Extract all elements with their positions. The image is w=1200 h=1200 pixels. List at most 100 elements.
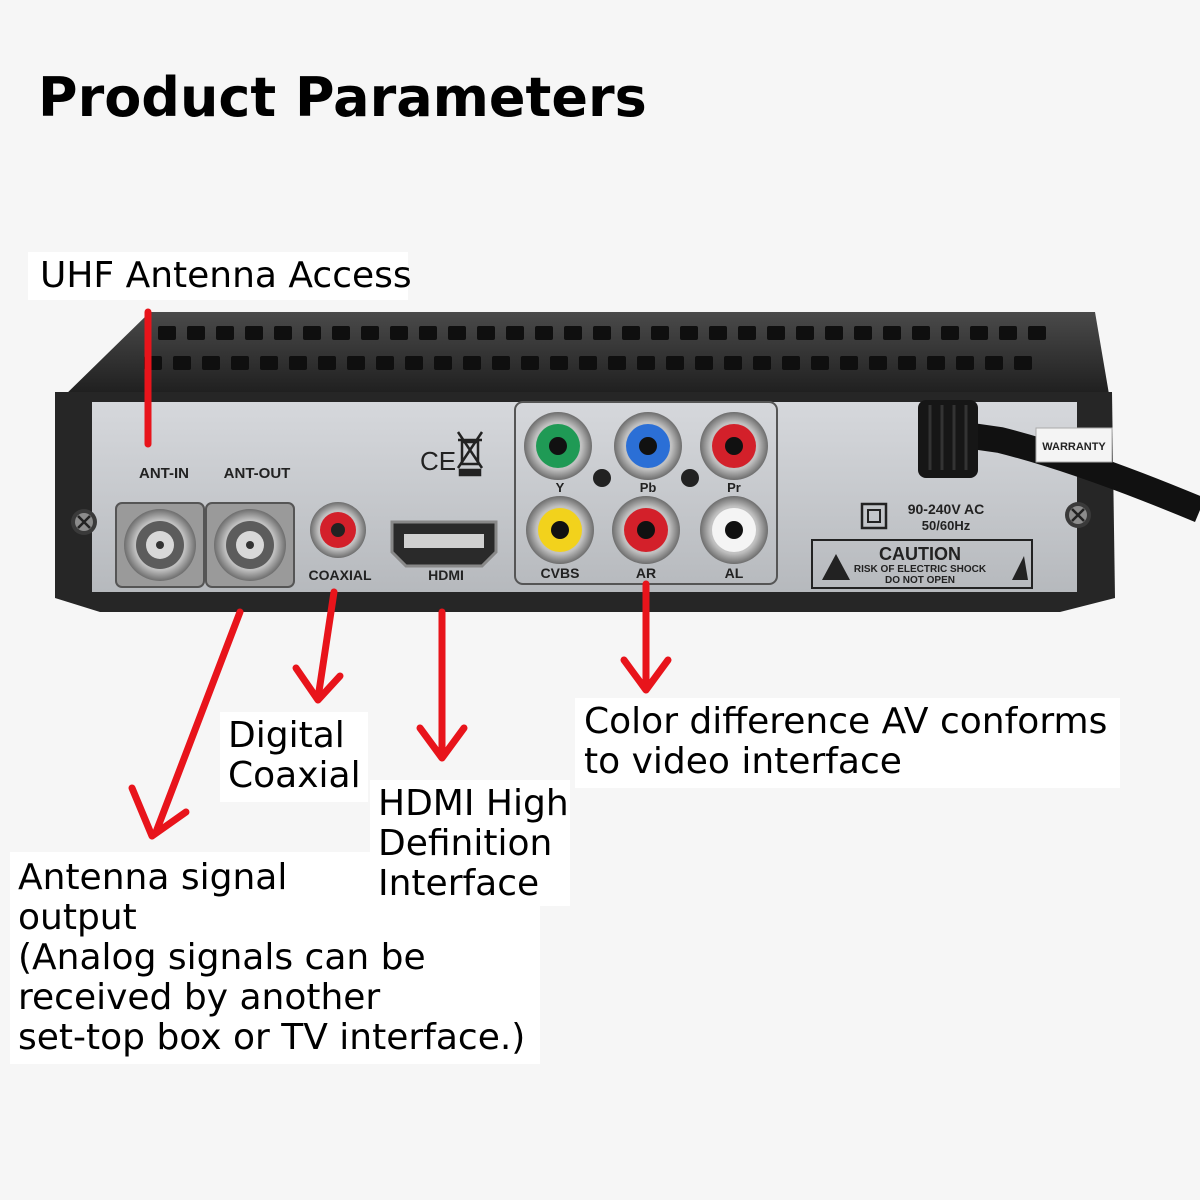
ant-out-label: ANT-OUT bbox=[224, 465, 291, 482]
ant-in-connector bbox=[115, 502, 205, 588]
antenna-output-label-line5: set-top box or TV interface.) bbox=[18, 1017, 526, 1058]
vent-slot bbox=[651, 326, 669, 340]
vent-slot bbox=[999, 326, 1017, 340]
vent-slot bbox=[419, 326, 437, 340]
vent-slot bbox=[245, 326, 263, 340]
vent-slot bbox=[303, 326, 321, 340]
vent-slot bbox=[1014, 356, 1032, 370]
digital-coaxial-callout-bg bbox=[220, 712, 368, 802]
coaxial-connector bbox=[310, 502, 366, 558]
vent-slot bbox=[274, 326, 292, 340]
vent-slot bbox=[506, 326, 524, 340]
antenna-output-callout-bg bbox=[10, 852, 540, 1064]
vent-slot bbox=[912, 326, 930, 340]
vent-slot bbox=[347, 356, 365, 370]
color-diff-label-line1: Color difference AV conforms bbox=[584, 701, 1108, 742]
component-pr-jack bbox=[700, 412, 768, 480]
ant-out-connector bbox=[205, 502, 295, 588]
vent-slot bbox=[956, 356, 974, 370]
vent-slot bbox=[825, 326, 843, 340]
antenna-output-label-line1: Antenna signal bbox=[18, 857, 288, 898]
page-title: Product Parameters bbox=[38, 66, 647, 129]
audio-left-jack bbox=[700, 496, 768, 564]
power-cable bbox=[918, 400, 1200, 523]
caution-line3: DO NOT OPEN bbox=[885, 575, 955, 586]
coaxial-label: COAXIAL bbox=[309, 567, 372, 583]
vent-slot bbox=[535, 326, 553, 340]
vent-slot bbox=[202, 356, 220, 370]
digital-coaxial-label-line1: Digital bbox=[228, 715, 345, 756]
vent-slot bbox=[753, 356, 771, 370]
vent-slot bbox=[332, 326, 350, 340]
vent-slot bbox=[361, 326, 379, 340]
caution-title: CAUTION bbox=[879, 544, 961, 564]
vent-slot bbox=[448, 326, 466, 340]
warranty-text: WARRANTY bbox=[1042, 441, 1106, 453]
color-diff-callout-bg bbox=[575, 698, 1120, 788]
hdmi-connector bbox=[390, 520, 498, 568]
vent-slot bbox=[985, 356, 1003, 370]
vent-slots bbox=[144, 326, 1046, 370]
vent-slot bbox=[390, 326, 408, 340]
power-rating-line2: 50/60Hz bbox=[922, 518, 971, 533]
pb-label: Pb bbox=[640, 480, 657, 495]
vent-slot bbox=[622, 326, 640, 340]
vent-slot bbox=[840, 356, 858, 370]
power-rating-line1: 90-240V AC bbox=[908, 501, 985, 517]
vent-slot bbox=[158, 326, 176, 340]
vent-slot bbox=[144, 356, 162, 370]
screw-left bbox=[71, 509, 97, 535]
antenna-output-label-line2: output bbox=[18, 897, 137, 938]
al-label: AL bbox=[725, 565, 744, 581]
vent-slot bbox=[767, 326, 785, 340]
vent-slot bbox=[521, 356, 539, 370]
ar-label: AR bbox=[636, 565, 656, 581]
vent-slot bbox=[927, 356, 945, 370]
cvbs-label: CVBS bbox=[541, 565, 580, 581]
vent-slot bbox=[970, 326, 988, 340]
caution-line2: RISK OF ELECTRIC SHOCK bbox=[854, 564, 987, 575]
vent-slot bbox=[492, 356, 510, 370]
audio-right-jack bbox=[612, 496, 680, 564]
vent-slot bbox=[477, 326, 495, 340]
vent-slot bbox=[869, 356, 887, 370]
vent-slot bbox=[738, 326, 756, 340]
weee-bin-icon bbox=[456, 431, 484, 477]
vent-slot bbox=[898, 356, 916, 370]
vent-slot bbox=[579, 356, 597, 370]
hdmi-label-line2: Definition bbox=[378, 823, 553, 864]
vent-slot bbox=[854, 326, 872, 340]
ant-in-label: ANT-IN bbox=[139, 465, 189, 482]
cvbs-jack bbox=[526, 496, 594, 564]
vent-slot bbox=[564, 326, 582, 340]
vent-slot bbox=[187, 326, 205, 340]
component-y-jack bbox=[524, 412, 592, 480]
digital-coaxial-label-line2: Coaxial bbox=[228, 755, 361, 796]
vent-slot bbox=[709, 326, 727, 340]
component-pb-jack bbox=[614, 412, 682, 480]
color-diff-label-line2: to video interface bbox=[584, 741, 902, 782]
av-screw-right bbox=[681, 469, 699, 487]
vent-slot bbox=[724, 356, 742, 370]
vent-slot bbox=[811, 356, 829, 370]
antenna-output-label-line3: (Analog signals can be bbox=[18, 937, 426, 978]
y-label: Y bbox=[556, 480, 565, 495]
hdmi-label-line3: Interface bbox=[378, 863, 540, 904]
vent-slot bbox=[405, 356, 423, 370]
av-screw-left bbox=[593, 469, 611, 487]
vent-slot bbox=[1028, 326, 1046, 340]
uhf-callout-bg bbox=[28, 252, 408, 300]
vent-slot bbox=[637, 356, 655, 370]
vent-slot bbox=[463, 356, 481, 370]
vent-slot bbox=[941, 326, 959, 340]
vent-slot bbox=[173, 356, 191, 370]
ce-mark: CE bbox=[420, 446, 456, 476]
vent-slot bbox=[434, 356, 452, 370]
caution-box bbox=[811, 539, 1033, 589]
vent-slot bbox=[608, 356, 626, 370]
double-insulation-icon bbox=[860, 502, 888, 530]
antenna-output-label-line4: received by another bbox=[18, 977, 381, 1018]
vent-slot bbox=[318, 356, 336, 370]
warranty-sticker bbox=[1035, 427, 1113, 463]
